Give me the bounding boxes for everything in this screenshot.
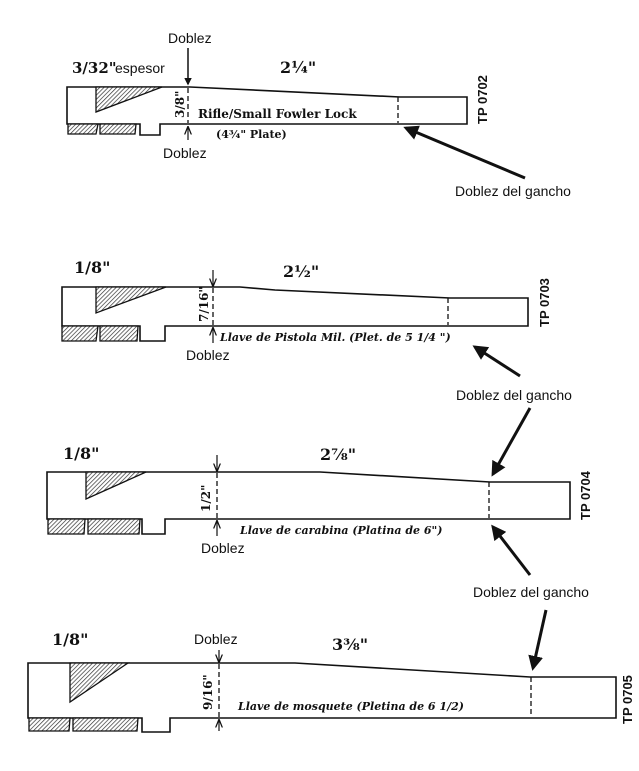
sear-hatch: [69, 662, 131, 704]
thickness-label: 1/8": [74, 258, 110, 277]
hook-arrow: [528, 609, 548, 671]
hook-arrow: [472, 345, 521, 378]
bend-bottom-label: Doblez: [201, 540, 245, 556]
bottom-hatch: [61, 325, 139, 342]
bend-top-label: Doblez: [168, 30, 212, 46]
bottom-hatch: [67, 123, 137, 135]
length-label: 2¼": [280, 58, 316, 77]
hook-arrow-from-below: [491, 524, 532, 576]
plate-title: Llave de mosquete (Pletina de 6 1/2): [237, 700, 464, 713]
sear-hatch: [95, 286, 167, 314]
part-code: TP 0703: [537, 278, 552, 327]
part-code: TP 0704: [578, 470, 593, 520]
part-code: TP 0702: [475, 75, 490, 124]
thickness-suffix: espesor: [115, 60, 165, 76]
width-label: 3/8": [173, 91, 187, 118]
thickness-label: 1/8": [52, 630, 88, 649]
width-label: 7/16": [197, 286, 211, 322]
sear-hatch: [95, 86, 163, 113]
bottom-hatch: [28, 717, 139, 732]
bottom-hatch: [47, 518, 141, 535]
plate-title: Rifle/Small Fowler Lock: [198, 107, 357, 121]
length-label: 2⅞": [320, 445, 356, 464]
plate-title: Llave de Pistola Mil. (Plet. de 5 1/4 "): [219, 331, 451, 344]
width-label: 1/2": [199, 485, 213, 512]
hook-label: Doblez del gancho: [455, 183, 571, 199]
bend-bottom-label: Doblez: [186, 347, 230, 363]
sear-hatch: [85, 471, 147, 501]
length-label: 3⅜": [332, 635, 368, 654]
plate-title: Llave de carabina (Platina de 6"): [239, 524, 442, 537]
thickness-label: 1/8": [63, 444, 99, 463]
diagram-tp0702: Doblez 3/32" espesor 2¼" 3/8" Rifle/Smal…: [66, 30, 571, 199]
length-label: 2½": [283, 262, 319, 281]
bend-bottom-label: Doblez: [163, 145, 207, 161]
part-code: TP 0705: [620, 675, 635, 724]
diagram-tp0705: 1/8" Doblez 3⅜" 9/16" Llave de mosquete …: [27, 609, 635, 733]
diagram-tp0703: 1/8" 2½" 7/16" Llave de Pistola Mil. (Pl…: [61, 258, 572, 403]
hook-arrow: [403, 125, 526, 180]
plate-subtitle: (4¾" Plate): [216, 128, 287, 141]
width-label: 9/16": [201, 674, 215, 710]
hook-label: Doblez del gancho: [473, 584, 589, 600]
hook-arrow-from-above: [491, 407, 532, 477]
thickness-label: 3/32": [72, 59, 117, 77]
hook-label: Doblez del gancho: [456, 387, 572, 403]
bend-top-label: Doblez: [194, 631, 238, 647]
diagram-tp0704: 1/8" 2⅞" 1/2" Llave de carabina (Platina…: [46, 407, 593, 600]
